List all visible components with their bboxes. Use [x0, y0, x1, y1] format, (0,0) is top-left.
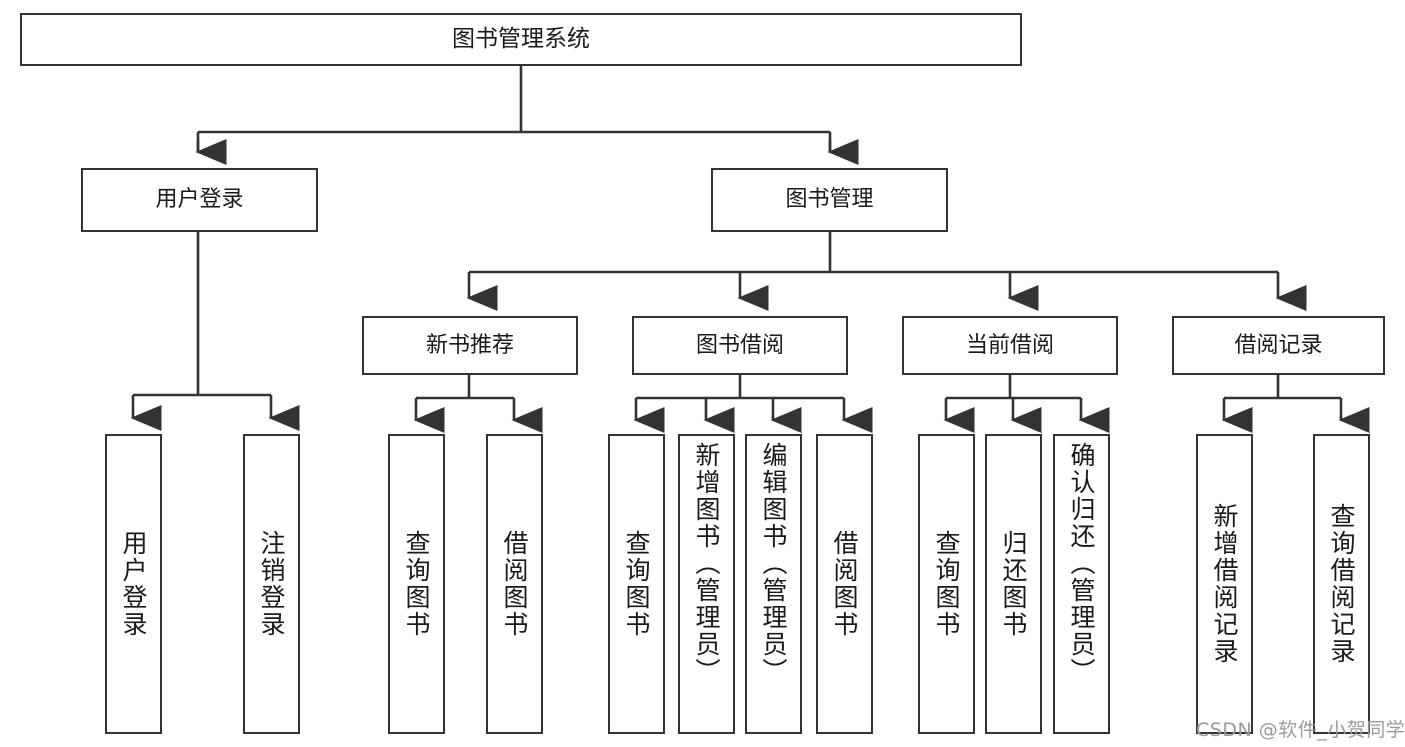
node-leaf-return-book-label: 归还图书 [999, 530, 1028, 638]
node-current-borrow-label: 当前借阅 [965, 332, 1054, 358]
node-leaf-borrow-book-2-label: 借阅图书 [830, 530, 859, 638]
node-new-book-recommend[interactable]: 新书推荐 [362, 316, 578, 375]
node-leaf-confirm-return-label: 确认归还（管理员） [1067, 442, 1096, 685]
node-borrow-record-label: 借阅记录 [1234, 332, 1323, 358]
node-borrow-record[interactable]: 借阅记录 [1172, 316, 1385, 375]
node-leaf-query-record[interactable]: 查询借阅记录 [1313, 434, 1370, 734]
node-current-borrow[interactable]: 当前借阅 [902, 316, 1118, 375]
node-leaf-return-book[interactable]: 归还图书 [985, 434, 1042, 734]
node-leaf-user-login[interactable]: 用户登录 [105, 434, 162, 734]
node-book-manage[interactable]: 图书管理 [711, 168, 948, 232]
node-leaf-edit-book[interactable]: 编辑图书（管理员） [745, 434, 802, 734]
watermark: CSDN @软件_小贺同学 [1196, 719, 1405, 741]
node-leaf-query-book-2-label: 查询图书 [622, 530, 651, 638]
node-user-login[interactable]: 用户登录 [81, 168, 318, 232]
node-root-label: 图书管理系统 [452, 25, 590, 52]
node-leaf-borrow-book-2[interactable]: 借阅图书 [816, 434, 873, 734]
node-leaf-query-book-1[interactable]: 查询图书 [388, 434, 445, 734]
node-book-manage-label: 图书管理 [785, 187, 874, 213]
node-leaf-add-book[interactable]: 新增图书（管理员） [678, 434, 735, 734]
node-leaf-edit-book-label: 编辑图书（管理员） [759, 442, 788, 685]
node-leaf-borrow-book-1[interactable]: 借阅图书 [486, 434, 543, 734]
node-leaf-query-book-3[interactable]: 查询图书 [918, 434, 975, 734]
node-new-book-recommend-label: 新书推荐 [425, 332, 514, 358]
node-leaf-add-record-label: 新增借阅记录 [1210, 503, 1239, 665]
node-leaf-user-login-label: 用户登录 [119, 530, 148, 638]
node-leaf-user-logout-label: 注销登录 [257, 530, 286, 638]
node-leaf-query-record-label: 查询借阅记录 [1327, 503, 1356, 665]
node-user-login-label: 用户登录 [155, 187, 244, 213]
node-leaf-add-record[interactable]: 新增借阅记录 [1196, 434, 1253, 734]
node-root[interactable]: 图书管理系统 [20, 13, 1022, 66]
node-leaf-user-logout[interactable]: 注销登录 [243, 434, 300, 734]
node-leaf-borrow-book-1-label: 借阅图书 [500, 530, 529, 638]
node-book-borrow-label: 图书借阅 [695, 332, 784, 358]
node-leaf-add-book-label: 新增图书（管理员） [692, 442, 721, 685]
node-leaf-query-book-1-label: 查询图书 [402, 530, 431, 638]
node-leaf-confirm-return[interactable]: 确认归还（管理员） [1053, 434, 1110, 734]
node-leaf-query-book-3-label: 查询图书 [932, 530, 961, 638]
node-leaf-query-book-2[interactable]: 查询图书 [608, 434, 665, 734]
node-book-borrow[interactable]: 图书借阅 [632, 316, 848, 375]
